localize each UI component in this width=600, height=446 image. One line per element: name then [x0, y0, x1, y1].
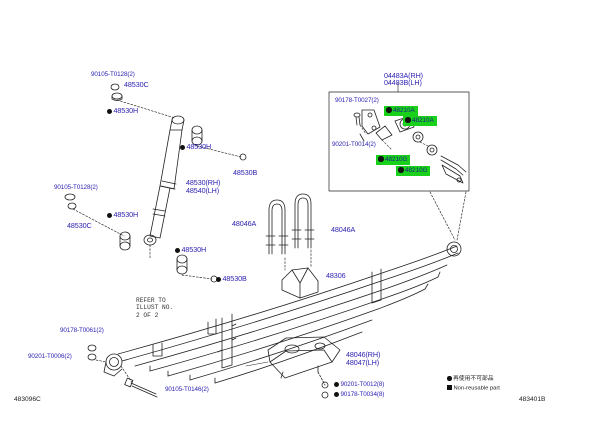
- part-label-90178-t0061: 90178-T0061(2): [60, 327, 104, 334]
- part-label-90105-t0128: 90105-T0128(2): [91, 71, 135, 78]
- nonreusable-dot-icon: [334, 391, 339, 397]
- spring-bolt-drawing: [124, 377, 158, 398]
- part-label-90201-t0012: 90201-T0012(8): [334, 381, 384, 389]
- bushing-drawing: [64, 83, 247, 361]
- part-label-48530c: 48530C: [124, 80, 149, 89]
- part-label-90178-t0034: 90178-T0034(8): [334, 391, 384, 399]
- u-bolt-plate-drawing: [267, 336, 341, 399]
- shock-absorber-drawing: [143, 115, 185, 246]
- part-label-48046a: 48046A: [331, 225, 356, 234]
- part-label-48530h: 48530H: [107, 107, 138, 115]
- nonreusable-dot-icon: [107, 212, 112, 218]
- nonreusable-dot-icon: [386, 107, 392, 113]
- part-label-48530c: 48530C: [67, 221, 92, 230]
- highlighted-part-48210g: 48210G: [376, 155, 411, 165]
- highlighted-part-48210g: 48210G: [396, 166, 431, 176]
- part-label-48530b: 48530B: [216, 275, 247, 283]
- nonreusable-dot-icon: [405, 117, 411, 123]
- part-label-48046-rh: 48046(RH): [346, 350, 381, 359]
- part-label-90201-t0006: 90201-T0006(2): [28, 353, 72, 360]
- nonreusable-dot-icon: [216, 276, 221, 282]
- nonreusable-dot-icon: [107, 108, 112, 114]
- nonreusable-dot-icon: [398, 167, 404, 173]
- nonreusable-dot-icon: [378, 156, 384, 162]
- part-label-48047-lh: 48047(LH): [346, 358, 380, 367]
- part-label-48530h: 48530H: [175, 246, 206, 254]
- part-label-90201-t0014: 90201-T0014(2): [332, 141, 376, 148]
- part-label-04483a-rh: 04483A(RH): [384, 71, 423, 80]
- highlighted-part-48210a: 48210A: [384, 106, 418, 116]
- leaf-spring-drawing: [103, 241, 462, 384]
- u-bolt-drawing: [265, 193, 315, 255]
- nonreusable-dot-icon: [175, 247, 180, 253]
- legend-nonreusable: Non-reusable part: [447, 385, 500, 393]
- footer-illustration-code-left: 483096C: [14, 396, 41, 403]
- part-label-90105-t0128: 90105-T0128(2): [54, 184, 98, 191]
- nonreusable-dot-icon: [447, 376, 452, 381]
- part-label-48530-rh: 48530(RH): [186, 178, 221, 187]
- nonreusable-square-icon: [447, 385, 452, 390]
- highlighted-part-48210a: 48210A: [403, 116, 437, 126]
- nonreusable-dot-icon: [334, 381, 339, 387]
- part-label-48540-lh: 48540(LH): [186, 186, 220, 195]
- part-label-48530h: 48530H: [180, 143, 211, 151]
- refer-note: REFER TO ILLUST NO. 2 OF 2: [136, 297, 174, 319]
- part-label-48530h: 48530H: [107, 211, 138, 219]
- legend-reuse-jp: 再使用不可部品: [447, 376, 494, 384]
- part-label-04483b-lh: 04483B(LH): [384, 78, 422, 87]
- part-label-90178-t0027: 90178-T0027(2): [335, 97, 379, 104]
- nonreusable-dot-icon: [180, 144, 185, 150]
- part-label-90105-t0146: 90105-T0146(2): [165, 386, 209, 393]
- footer-illustration-code-right: 483401B: [519, 396, 546, 403]
- shackle-kit-box: [328, 91, 470, 192]
- part-label-48530b: 48530B: [233, 168, 258, 177]
- part-label-48046a: 48046A: [232, 219, 257, 228]
- part-label-48306: 48306: [326, 271, 346, 280]
- spring-seat-drawing: [281, 267, 319, 299]
